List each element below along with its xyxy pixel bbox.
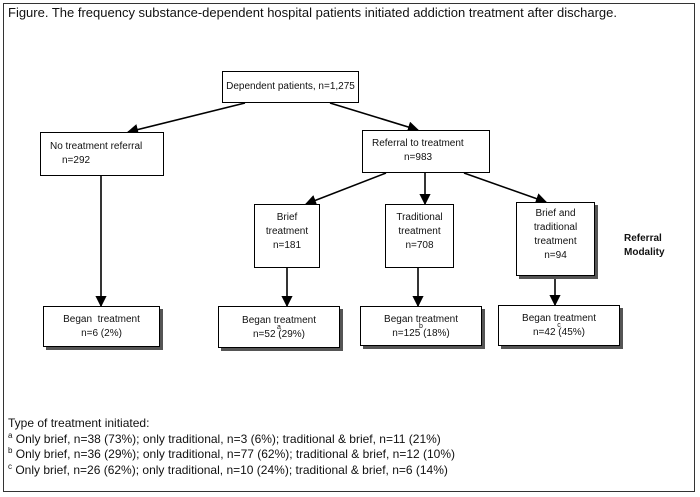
arrow-referral-to-brief-traditional [463,172,548,204]
node-referral-to-treatment: Referral to treatment n=983 [362,130,490,173]
footnotes-heading: Type of treatment initiated: [8,416,150,430]
footnote-c: c Only brief, n=26 (62%); only tradition… [8,461,448,477]
referral-modality-label: Referral Modality [624,233,665,258]
figure-frame [3,3,695,492]
footnotes: Type of treatment initiated: a Only brie… [8,416,455,478]
arrow-root-to-referral [329,102,420,133]
node-no-treatment-referral: No treatment referral n=292 [40,132,164,176]
arrow-root-to-no-referral [126,102,246,136]
footnote-a: a Only brief, n=38 (73%); only tradition… [8,430,441,446]
node-dependent-patients: Dependent patients, n=1,275 [222,71,359,103]
arrow-referral-to-brief [304,172,387,206]
figure-title: Figure. The frequency substance-dependen… [8,5,617,20]
node-brief-treatment: Brief treatment n=181 [254,204,320,268]
node-traditional-treatment: Traditional treatment n=708 [385,204,454,268]
node-brief-and-traditional-treatment: Brief and traditional treatment n=94 [516,202,595,276]
node-began-treatment-no-referral: Began treatment n=6 (2%) [43,306,160,347]
footnote-b: b Only brief, n=36 (29%); only tradition… [8,446,456,462]
